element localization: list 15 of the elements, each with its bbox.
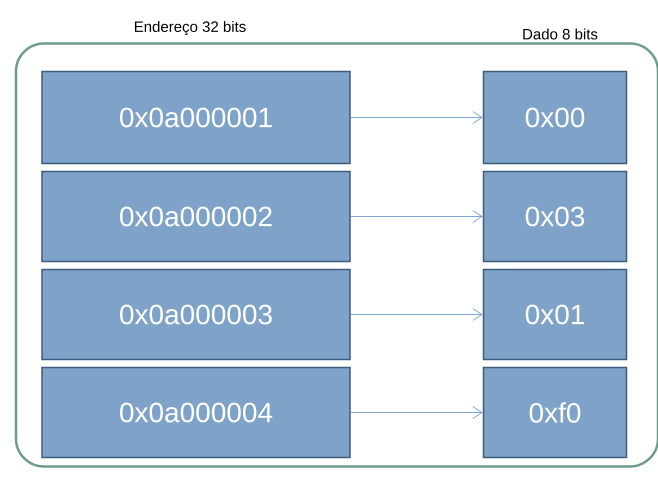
- address-box: 0x0a000004: [41, 366, 351, 458]
- container-box: [14, 42, 658, 468]
- address-box: 0x0a000002: [41, 170, 351, 262]
- arrow: [350, 406, 483, 419]
- column-heading: Dado 8 bits: [523, 28, 598, 40]
- data-box: 0x00: [482, 70, 628, 164]
- arrow: [350, 308, 483, 321]
- data-box: 0x03: [482, 170, 628, 262]
- address-box: 0x0a000003: [41, 268, 351, 360]
- arrow: [350, 111, 483, 124]
- data-box: 0xf0: [482, 366, 628, 458]
- arrow: [350, 210, 483, 223]
- data-box: 0x01: [482, 268, 628, 360]
- address-box: 0x0a000001: [41, 70, 351, 164]
- column-heading: Endereço 32 bits: [134, 20, 246, 36]
